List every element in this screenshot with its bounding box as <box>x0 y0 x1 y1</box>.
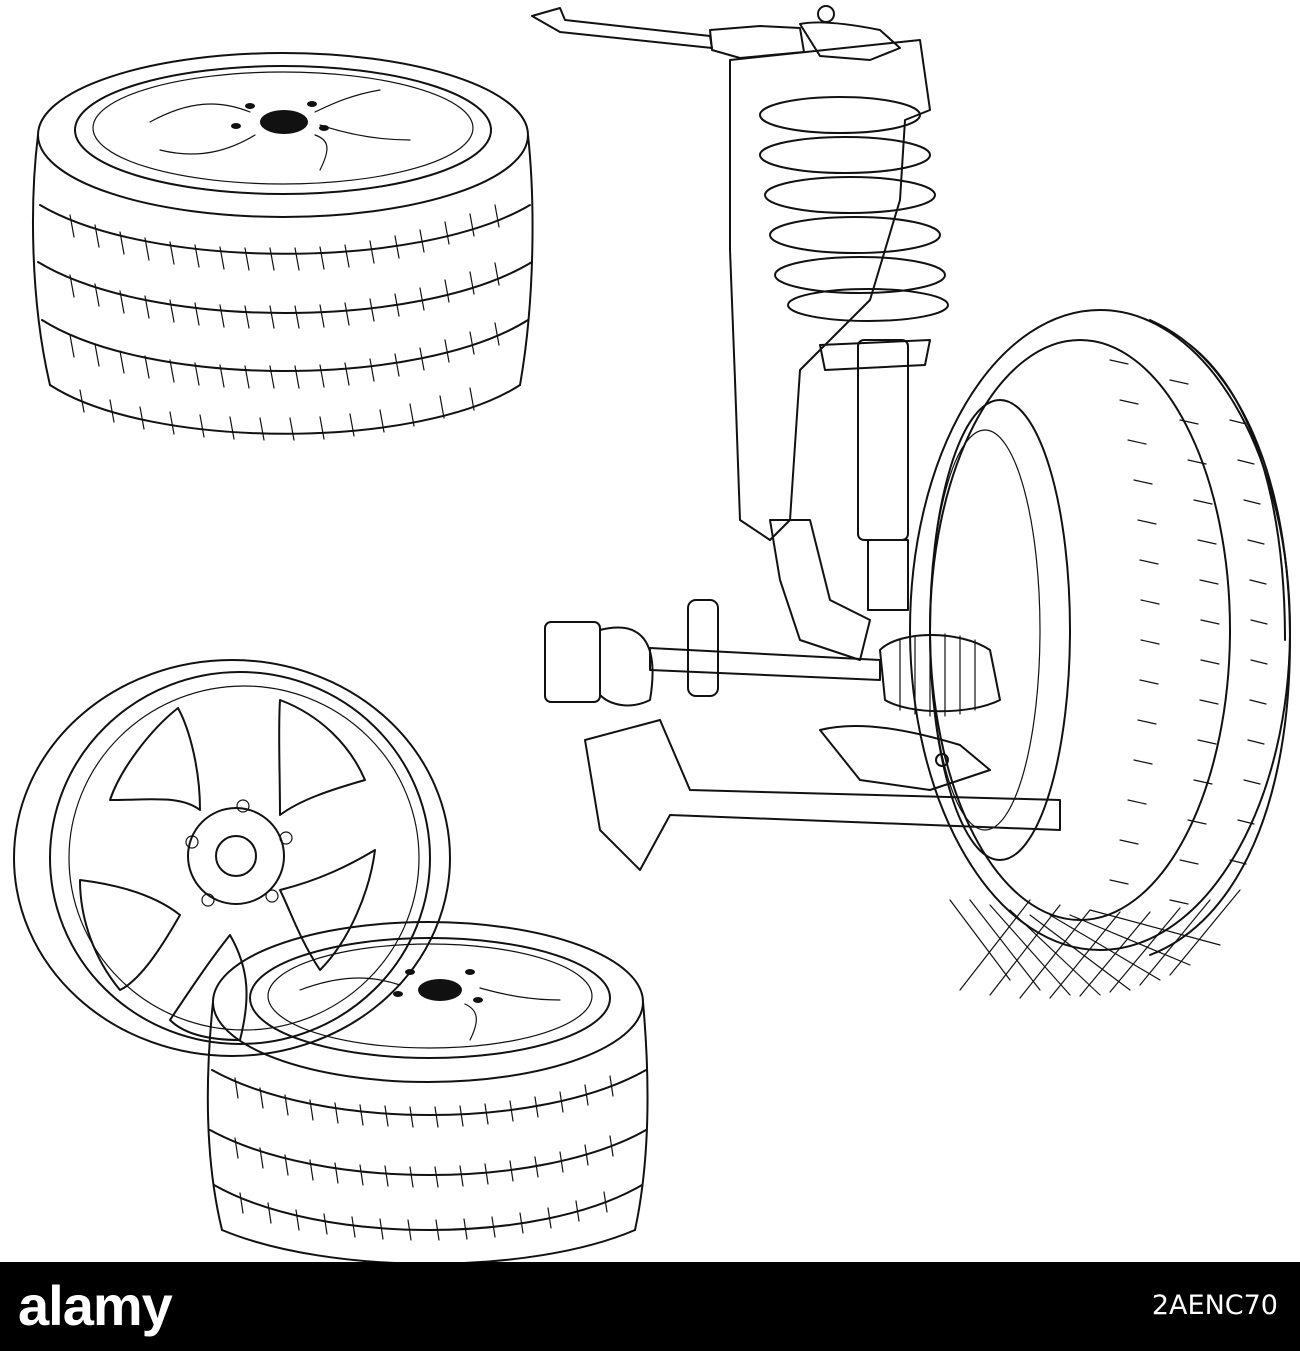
footer-bar: alamy 2AENC70 <box>0 1262 1300 1351</box>
alloy-wheel-rim-icon <box>13 659 451 1057</box>
tire-on-rim-top-left-icon <box>32 52 534 441</box>
alamy-logo: alamy <box>18 1274 173 1337</box>
image-id-label: 2AENC70 <box>1151 1290 1278 1321</box>
tire-on-rim-bottom-icon <box>206 921 649 1262</box>
illustration-canvas <box>13 5 1291 1262</box>
suspension-strut-with-wheel-icon <box>531 5 1291 999</box>
